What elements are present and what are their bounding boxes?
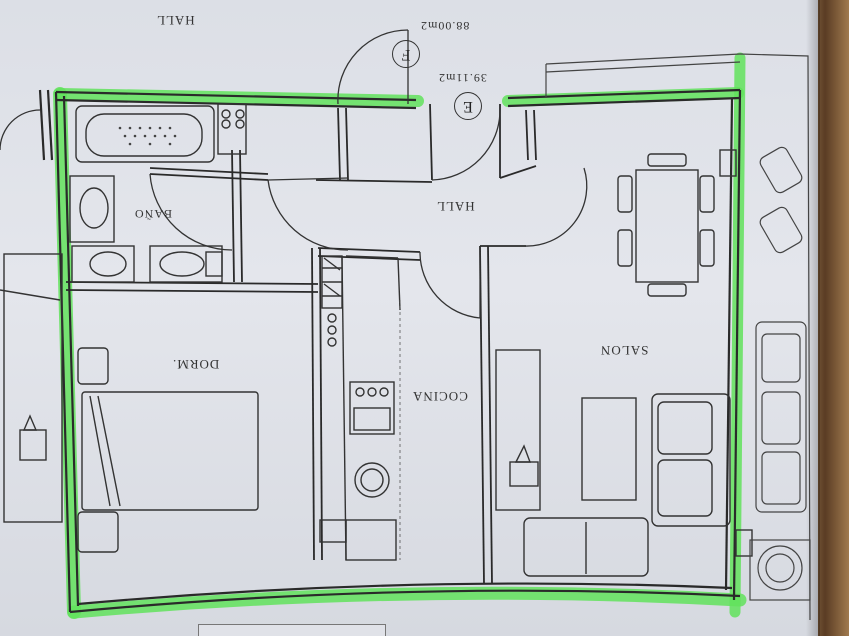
unit-marker-f: F (392, 40, 420, 68)
room-label-hall: HALL (436, 199, 475, 214)
room-label-dorm: DORM. (172, 357, 220, 372)
title-block-edge (198, 624, 386, 636)
room-label-salon: SALON (600, 343, 649, 358)
room-label-cocina: COCINA (412, 389, 468, 404)
room-label-bano: BAÑO (134, 207, 173, 221)
unit-area-f: 88.00m2 (420, 19, 470, 33)
room-label-hall-top: HALL (156, 13, 195, 28)
unit-marker-e: E (454, 92, 482, 120)
unit-area-e: 39.11m2 (438, 71, 487, 85)
